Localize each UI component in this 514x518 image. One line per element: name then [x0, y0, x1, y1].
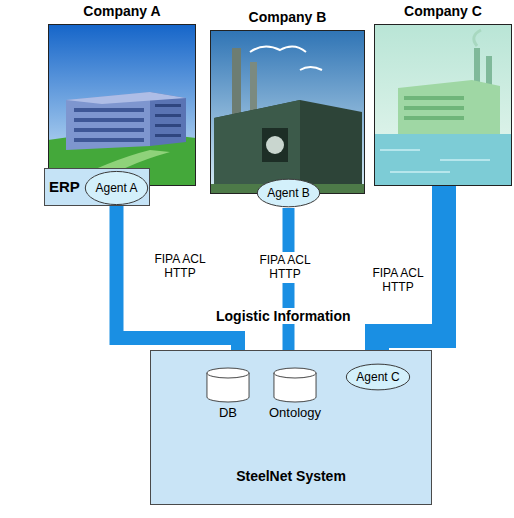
system-label: SteelNet System	[151, 468, 431, 484]
protocol-label: FIPA ACL HTTP	[150, 252, 210, 281]
plant-picture	[374, 24, 512, 186]
cylinder-outline	[273, 367, 317, 403]
system-box: SteelNet System Agent C DB Ontology	[150, 350, 432, 505]
factory-picture	[210, 30, 365, 194]
company-heading: Company C	[374, 3, 512, 19]
company-picture: Company A	[48, 24, 196, 186]
erp-label: ERP	[49, 178, 80, 195]
agent-ellipse: Agent C	[345, 363, 411, 391]
company-heading: Company A	[48, 3, 196, 19]
cylinder-outline	[206, 367, 250, 403]
store-label: Ontology	[265, 405, 325, 420]
agent-ellipse: Agent A	[84, 170, 149, 206]
company-picture: Company C	[374, 24, 512, 186]
flow-title: Logistic Information	[213, 308, 354, 324]
database-cylinder: DB	[203, 367, 253, 423]
protocol-label: FIPA ACL HTTP	[368, 266, 428, 295]
office-picture	[48, 24, 196, 186]
ontology-cylinder: Ontology	[265, 367, 325, 423]
agent-label: Agent A	[95, 181, 137, 195]
agent-label: Agent C	[356, 370, 399, 384]
data-channel	[117, 206, 239, 350]
agent-label: Agent B	[267, 186, 310, 200]
company-picture: Company B	[210, 30, 365, 194]
protocol-label: FIPA ACL HTTP	[255, 252, 315, 283]
company-heading: Company B	[210, 9, 365, 25]
agent-ellipse: Agent B	[256, 178, 321, 208]
store-label: DB	[203, 405, 253, 420]
erp-box: ERP Agent A	[44, 168, 150, 206]
